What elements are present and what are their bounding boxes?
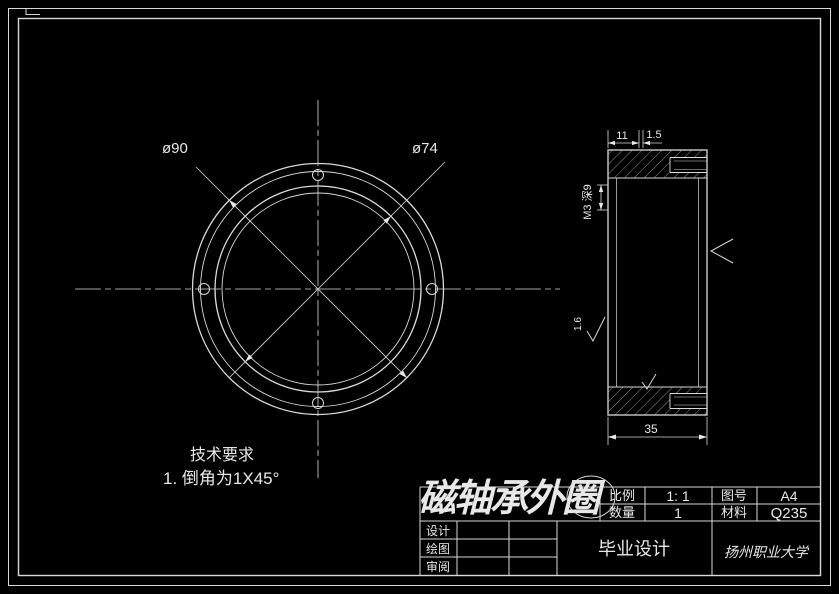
dim-step-width: 11 — [616, 130, 627, 142]
thread-note: M3 深9 — [581, 184, 594, 219]
thread-depth-lines — [597, 184, 608, 211]
tech-req-heading: 技术要求 — [190, 446, 254, 464]
project-name: 毕业设计 — [598, 539, 670, 559]
roughness-icon — [586, 316, 606, 343]
part-name-title: 磁轴承外圈 — [418, 475, 606, 520]
reviewer-label: 审阅 — [426, 559, 450, 574]
diagonal-leader-d74 — [228, 161, 446, 379]
technical-requirements: 技术要求 1. 倒角为1X45° — [163, 446, 279, 488]
diagonal-leader-d90 — [195, 166, 408, 379]
title-block: 比例 1: 1 图号 A4 数量 1 材料 Q235 设计 绘图 审阅 毕业设计… — [418, 475, 821, 576]
front-view: ø90 ø74 — [75, 100, 560, 478]
material-label: 材料 — [721, 505, 747, 520]
thread-slot-outlines — [669, 157, 707, 409]
bolt-hole-right — [426, 283, 438, 295]
drafter-label: 绘图 — [426, 541, 450, 556]
title-block-grid — [419, 486, 821, 576]
scale-value: 1: 1 — [666, 488, 690, 504]
tech-req-item: 1. 倒角为1X45° — [163, 469, 279, 488]
dim-35-arrows — [608, 434, 707, 440]
dim-chamfer: 1.5 — [646, 129, 661, 141]
roughness-value: 1.6 — [573, 317, 584, 331]
arrow-d90-upper — [229, 200, 237, 208]
outer-circle — [191, 162, 445, 416]
bolt-hole-left — [198, 283, 210, 295]
drawing-no-label: 图号 — [721, 488, 747, 503]
inner-chamfer-circle — [221, 192, 415, 386]
dim-35-lines — [607, 417, 708, 445]
dim-inner-diameter: ø74 — [412, 140, 438, 157]
thread-slot-bottom — [670, 393, 707, 409]
dim-top-arrows — [608, 140, 650, 146]
organization: 扬州职业大学 — [724, 544, 810, 560]
arrow-d74-upper — [383, 216, 391, 224]
fold-mark — [25, 9, 40, 15]
scale-label: 比例 — [609, 488, 635, 503]
dimension-arrows — [229, 200, 407, 378]
bolt-hole-bottom — [312, 397, 324, 409]
drawing-no-value: A4 — [780, 488, 797, 504]
side-view: 11 1.5 35 M3 深9 1.6 — [573, 129, 734, 445]
inner-circle — [214, 185, 422, 393]
dim-outer-diameter: ø90 — [162, 140, 188, 157]
surface-symbol-icon — [709, 238, 734, 264]
quantity-label: 数量 — [609, 505, 635, 520]
roughness-icon — [641, 373, 657, 390]
thread-slot-top — [670, 157, 707, 173]
arrow-d90-lower — [399, 370, 407, 378]
thread-depth-arrows — [598, 185, 604, 210]
outer-chamfer-circle — [200, 171, 436, 407]
outer-border — [8, 8, 831, 586]
part-name-circle-mark — [566, 475, 616, 519]
material-value: Q235 — [771, 505, 808, 522]
bolt-hole-top — [312, 169, 324, 181]
arrow-d74-lower — [245, 354, 253, 362]
designer-label: 设计 — [426, 524, 450, 538]
section-outline — [607, 149, 708, 416]
quantity-value: 1 — [674, 505, 682, 521]
dim-total-width: 35 — [644, 422, 658, 436]
